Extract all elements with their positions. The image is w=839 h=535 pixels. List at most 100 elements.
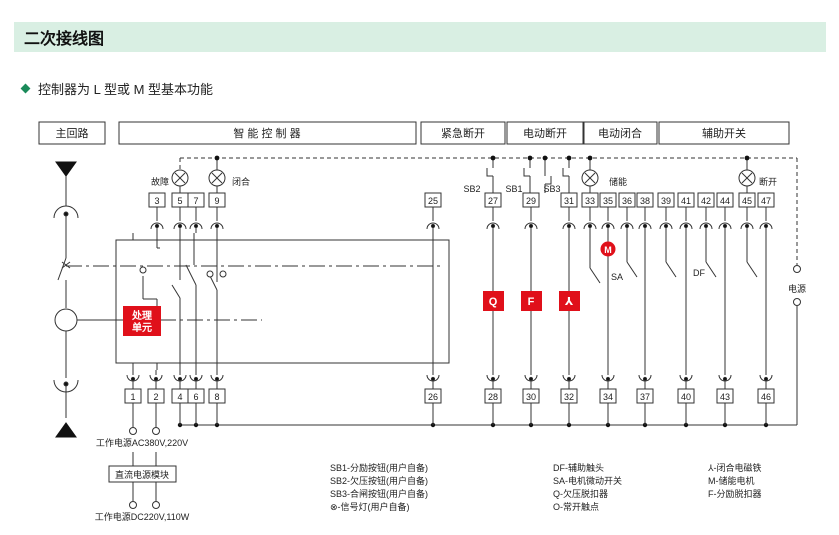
sb2-button-icon [486, 168, 493, 177]
signal-junction [587, 155, 593, 161]
terminal-25 [424, 192, 442, 208]
sb2-label: SB2 [463, 184, 480, 194]
terminal-label-31: 31 [564, 196, 574, 206]
terminal-28 [484, 388, 502, 404]
terminal-38 [636, 192, 654, 208]
header-box-electric-off [506, 121, 584, 145]
terminal-7 [187, 192, 205, 208]
terminal-label-34: 34 [603, 392, 613, 402]
terminal-34 [599, 388, 617, 404]
terminal-label-41: 41 [681, 196, 691, 206]
top-connector-36 [620, 222, 634, 230]
signal-junction [566, 155, 572, 161]
top-connector-47 [759, 222, 773, 230]
terminal-32 [560, 388, 578, 404]
processing-unit-label-1: 处理 [131, 309, 152, 322]
signal-junction [490, 155, 496, 161]
terminal-label-32: 32 [564, 392, 574, 402]
top-connector-39 [659, 222, 673, 230]
main-circuit-top-contact [53, 205, 79, 219]
signal-junction [214, 155, 220, 161]
terminal-label-9: 9 [214, 196, 219, 206]
top-connector-29 [524, 222, 538, 230]
top-connector-35 [601, 222, 615, 230]
legend-item: O-常开触点 [553, 501, 599, 512]
terminal-label-42: 42 [701, 196, 711, 206]
terminal-label-4: 4 [177, 392, 182, 402]
terminal-39 [657, 192, 675, 208]
terminal-36 [618, 192, 636, 208]
header-electric-on: 电动闭合 [598, 126, 642, 140]
header-box-main-circuit [38, 121, 106, 145]
sb1-label: SB1 [505, 184, 522, 194]
terminal-label-37: 37 [640, 392, 650, 402]
header-main-circuit: 主回路 [56, 127, 89, 140]
main-circuit-top-arrow [55, 161, 77, 177]
closing-coil-label: ⅄ [565, 296, 574, 308]
top-connector-31 [562, 222, 576, 230]
top-connector-42 [699, 222, 713, 230]
top-connector-45 [740, 222, 754, 230]
terminal-46 [757, 388, 775, 404]
terminal-30 [522, 388, 540, 404]
top-connector-27 [486, 222, 500, 230]
header-box-emergency-off [420, 121, 506, 145]
terminal-label-47: 47 [761, 196, 771, 206]
df-label: DF [693, 268, 705, 278]
terminal-3 [148, 192, 166, 208]
legend-item: ⅄-闭合电磁铁 [707, 462, 762, 473]
terminal-6 [187, 388, 205, 404]
terminal-37 [636, 388, 654, 404]
legend-item: SB3-合闸按钮(用户自备) [330, 488, 428, 499]
page-title: 二次接线图 [24, 31, 105, 48]
terminal-1 [124, 388, 142, 404]
terminal-label-38: 38 [640, 196, 650, 206]
terminal-29 [522, 192, 540, 208]
processing-unit-label-2: 单元 [132, 321, 152, 334]
terminal-label-36: 36 [622, 196, 632, 206]
terminal-33 [581, 192, 599, 208]
subtitle: 控制器为 L 型或 M 型基本功能 [20, 79, 214, 98]
legend-item: M-储能电机 [708, 475, 755, 486]
top-connector-7 [189, 222, 203, 230]
closing-magnet-coil [559, 291, 580, 311]
terminal-41 [677, 192, 695, 208]
terminal-label-46: 46 [761, 392, 771, 402]
terminal-label-25: 25 [428, 196, 438, 206]
terminal-label-30: 30 [526, 392, 536, 402]
header-box-aux-switch [658, 121, 790, 145]
terminal-35 [599, 192, 617, 208]
subtitle-text: 控制器为 L 型或 M 型基本功能 [38, 82, 214, 97]
top-connector-3 [150, 222, 164, 230]
terminal-40 [677, 388, 695, 404]
top-connector-41 [679, 222, 693, 230]
top-connector-9 [210, 222, 224, 230]
header-electric-off: 电动断开 [523, 126, 567, 140]
dc-module-box [108, 465, 177, 483]
terminal-label-6: 6 [193, 392, 198, 402]
main-current-transformer [54, 308, 78, 332]
close-lamp-label: 闭合 [232, 176, 250, 187]
top-connector-38 [638, 222, 652, 230]
header-aux-switch: 辅助开关 [702, 126, 746, 140]
supply-ac-label: 工作电源AC380V,220V [96, 437, 188, 448]
top-connector-33 [583, 222, 597, 230]
terminal-label-44: 44 [720, 196, 730, 206]
terminal-label-5: 5 [177, 196, 182, 206]
terminal-label-39: 39 [661, 196, 671, 206]
shunt-release-coil [521, 291, 542, 311]
terminal-label-28: 28 [488, 392, 498, 402]
terminal-27 [484, 192, 502, 208]
terminal-31 [560, 192, 578, 208]
main-circuit-bottom-arrow [55, 422, 77, 438]
top-connector-25 [426, 222, 440, 230]
dc-module-label: 直流电源模块 [115, 469, 169, 480]
sb1-button-icon [523, 168, 530, 177]
shunt-coil-label: F [528, 296, 535, 308]
legend-item: SB2-欠压按钮(用户自备) [330, 475, 428, 486]
terminal-label-45: 45 [742, 196, 752, 206]
terminal-label-26: 26 [428, 392, 438, 402]
terminal-26 [424, 388, 442, 404]
legend-item: F-分励脱扣器 [708, 488, 762, 499]
